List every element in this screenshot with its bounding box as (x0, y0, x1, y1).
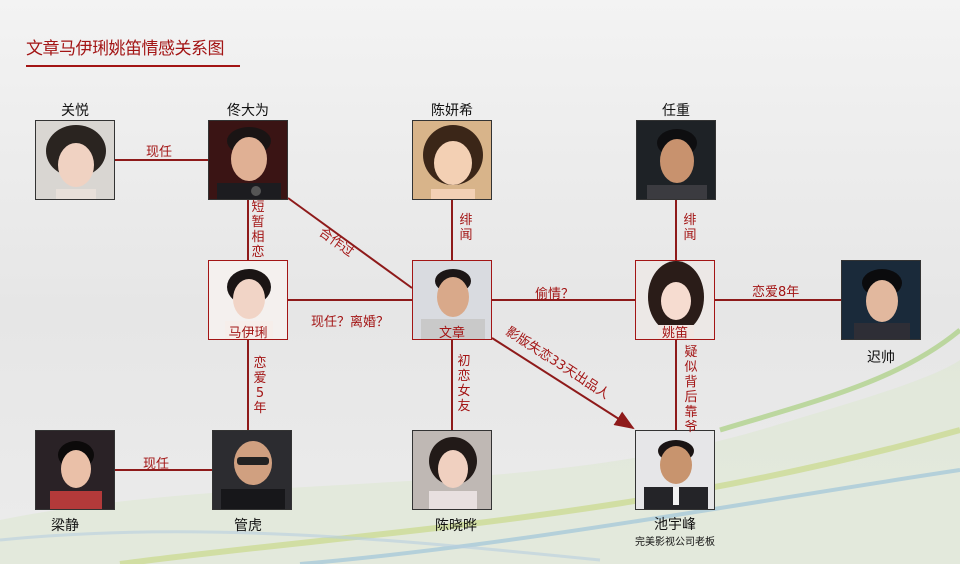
relation-liangjing-guanhu: 现任 (143, 457, 170, 472)
photo-mayili (208, 260, 288, 340)
relation-guanyue-tongdawei: 现任 (146, 145, 173, 160)
name-mayili: 马伊琍 (228, 326, 268, 341)
name-chishuai: 迟帅 (867, 350, 895, 366)
name-guanyue: 关悦 (61, 103, 89, 119)
role-chiyufeng: 完美影视公司老板 (635, 537, 715, 548)
name-wenzhang: 文章 (438, 326, 465, 341)
photo-wenzhang (412, 260, 492, 340)
relation-wenzhang-yaodi: 偷情？ (535, 287, 575, 302)
photo-tongdawei (208, 120, 288, 200)
photo-liangjing (35, 430, 115, 510)
relation-wenzhang-chenxiaoye: 初恋女友 (457, 354, 471, 414)
photo-renzhong (636, 120, 716, 200)
relation-mayili-guanhu: 恋爱5年 (253, 356, 267, 416)
relation-chenyanxi-wenzhang: 绯闻 (459, 213, 473, 243)
page-title: 文章马伊琍姚笛情感关系图 (26, 34, 240, 67)
name-tongdawei: 佟大为 (227, 103, 269, 119)
name-yaodi: 姚笛 (661, 326, 688, 341)
photo-chenxiaoye (412, 430, 492, 510)
photo-chishuai (841, 260, 921, 340)
relation-yaodi-chishuai: 恋爱8年 (752, 285, 800, 300)
photo-yaodi (635, 260, 715, 340)
name-chenxiaoye: 陈晓晔 (435, 518, 477, 534)
photo-chenyanxi (412, 120, 492, 200)
relation-mayili-wenzhang: 现任？离婚？ (311, 315, 390, 330)
name-renzhong: 任重 (662, 103, 690, 119)
name-guanhu: 管虎 (234, 518, 262, 534)
relation-yaodi-chiyufeng: 疑似背后靠爷 (684, 345, 698, 435)
name-chenyanxi: 陈妍希 (431, 103, 473, 119)
relation-tongdawei-mayili: 短暂相恋 (251, 200, 265, 260)
name-chiyufeng: 池宇峰 (654, 517, 696, 533)
relation-renzhong-yaodi: 绯闻 (683, 213, 697, 243)
photo-guanyue (35, 120, 115, 200)
name-liangjing: 梁静 (51, 518, 79, 534)
photo-guanhu (212, 430, 292, 510)
photo-chiyufeng (635, 430, 715, 510)
